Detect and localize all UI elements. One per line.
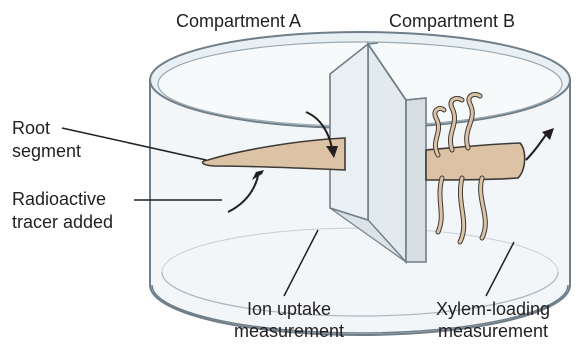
xylem-label-line2: measurement [418,320,568,342]
tracer-label-line2: tracer added [12,211,113,233]
compartment-b-label: Compartment B [389,10,515,32]
ion-uptake-label-line1: Ion uptake [214,298,364,320]
root-segment-label-line1: Root [12,117,50,139]
xylem-label-line1: Xylem-loading [418,298,568,320]
ion-uptake-label-line2: measurement [214,320,364,342]
root-segment-label-line2: segment [12,140,81,162]
compartment-a-label: Compartment A [176,10,301,32]
tracer-label-line1: Radioactive [12,188,106,210]
